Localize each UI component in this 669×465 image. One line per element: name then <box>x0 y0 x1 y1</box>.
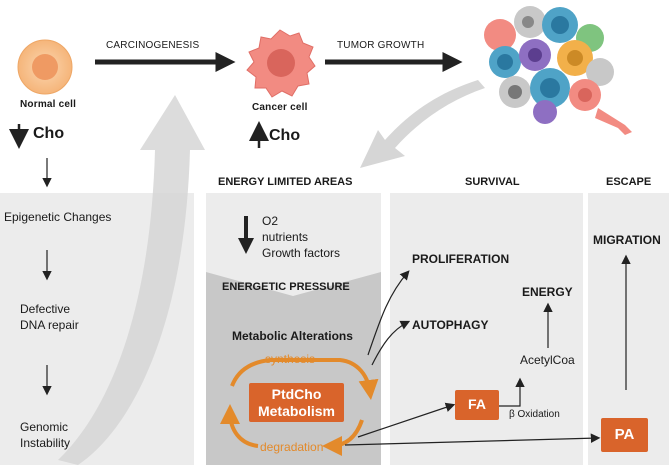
cancer-cho-label: Cho <box>269 127 301 144</box>
tumor-cluster-graphic <box>484 6 632 135</box>
autophagy-label: AUTOPHAGY <box>412 318 489 332</box>
beta-oxidation-label: β Oxidation <box>509 409 560 420</box>
cancer-cell-label: Cancer cell <box>252 102 308 113</box>
energy-label: ENERGY <box>522 285 573 299</box>
normal-cell-graphic <box>17 39 73 95</box>
left-step-3: Genomic <box>20 420 69 434</box>
pa-box <box>601 418 648 452</box>
cancer-cell-graphic <box>246 29 316 98</box>
left-step-2: DNA repair <box>20 318 79 332</box>
cycle-arrow-bottom <box>322 419 364 456</box>
left-step-4: Instability <box>20 436 71 450</box>
deprivation-0: O2 <box>262 214 279 228</box>
cycle-arrow-left <box>220 404 259 448</box>
ptdcho-box <box>249 383 344 422</box>
tumor-growth-label: TUMOR GROWTH <box>337 40 425 51</box>
pressure-label: ENERGETIC PRESSURE <box>222 281 350 293</box>
survival-header: SURVIVAL <box>465 176 520 188</box>
energy-header: ENERGY LIMITED AREAS <box>218 176 353 188</box>
cycle-arrow-top <box>230 358 379 400</box>
degradation-label: degradation <box>260 440 324 454</box>
arrow-fa-to-acetylcoa <box>499 377 525 407</box>
migration-label: MIGRATION <box>593 233 661 247</box>
acetylcoa-label: AcetylCoa <box>520 353 575 367</box>
normal-cho-label: Cho <box>33 125 65 142</box>
normal-cell-label: Normal cell <box>20 99 77 110</box>
synthesis-label: synthesis <box>265 352 316 366</box>
left-step-1: Defective <box>20 302 71 316</box>
fa-label: FA <box>468 396 486 412</box>
arrow-to-pa <box>344 433 601 446</box>
pa-label: PA <box>614 426 635 443</box>
left-step-0: Epigenetic Changes <box>4 210 112 224</box>
arrow-to-autophagy <box>371 320 411 366</box>
carcinogenesis-label: CARCINOGENESIS <box>106 40 200 51</box>
ptdcho-line1: PtdCho <box>271 386 322 402</box>
metabolic-label: Metabolic Alterations <box>232 329 353 343</box>
tumor-to-energy-arrow <box>360 80 485 168</box>
fa-box <box>455 390 499 420</box>
deprivation-2: Growth factors <box>262 246 341 260</box>
progression-arrow <box>58 95 205 465</box>
proliferation-label: PROLIFERATION <box>412 252 510 266</box>
arrow-to-proliferation <box>367 270 410 356</box>
arrow-to-fa <box>357 402 456 438</box>
deprivation-1: nutrients <box>262 230 309 244</box>
ptdcho-line2: Metabolism <box>257 403 335 419</box>
escape-header: ESCAPE <box>606 176 652 188</box>
